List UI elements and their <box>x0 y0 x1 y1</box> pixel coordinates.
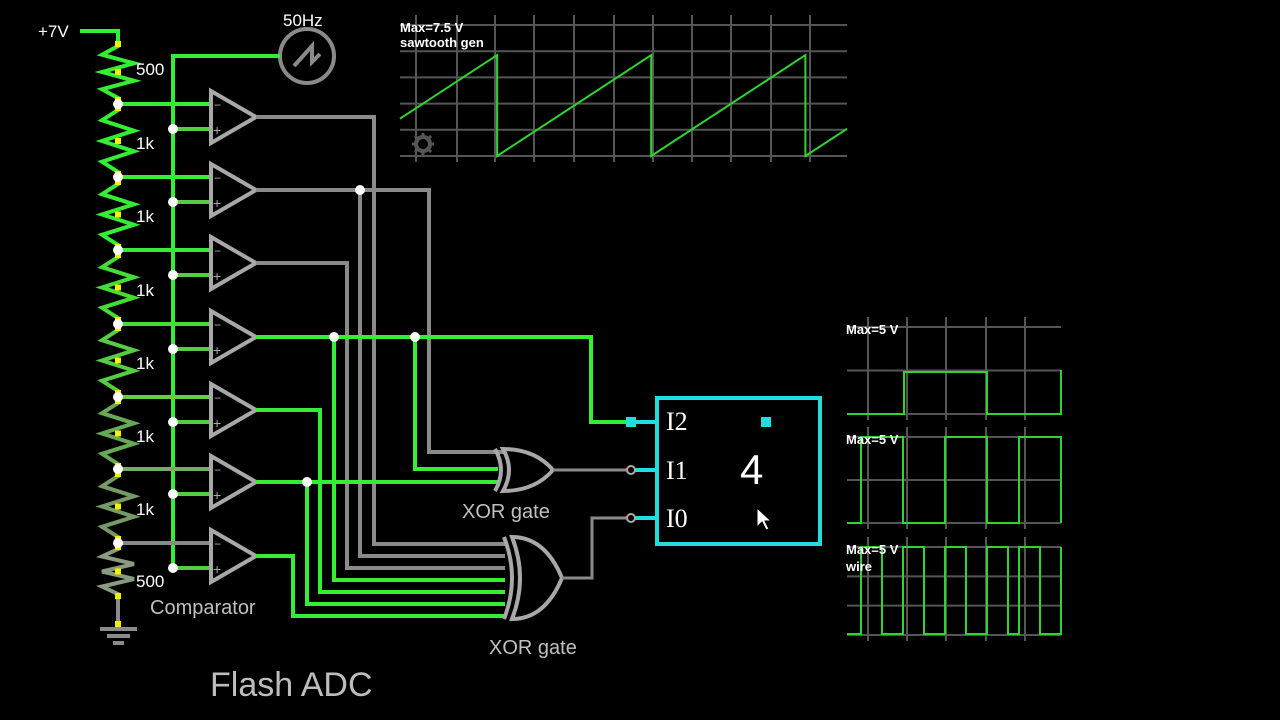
source-label: 50Hz <box>283 11 323 30</box>
input-node-i0[interactable] <box>626 513 636 523</box>
resistor-3[interactable]: 1k <box>95 178 154 251</box>
xor-gate-large[interactable]: XOR gate <box>489 534 577 659</box>
scope-trace-sawtooth <box>399 53 848 158</box>
scope-sawtooth-max: Max=7.5 V <box>400 20 464 35</box>
minus-sign: − <box>214 318 221 332</box>
scope-bit0[interactable]: Max=5 V wire <box>845 537 1062 641</box>
comparator-label: Comparator <box>150 597 256 619</box>
scope-trace-bit1 <box>847 436 1062 524</box>
comparator-output-wires <box>256 115 630 618</box>
minus-sign: − <box>214 98 221 112</box>
comparator-4[interactable]: −+ <box>113 307 260 367</box>
scope-trace-bit0 <box>847 546 1062 635</box>
scope-sawtooth-name: sawtooth gen <box>400 35 484 50</box>
sawtooth-source-icon <box>278 27 336 85</box>
resistor-label: 1k <box>136 354 154 373</box>
resistor-label: 500 <box>136 60 164 79</box>
resistor-7[interactable]: 1k <box>95 470 154 543</box>
resistor-label: 1k <box>136 281 154 300</box>
scope-bit2-max: Max=5 V <box>846 322 899 337</box>
scope-bit2[interactable]: Max=5 V <box>846 317 1062 420</box>
xor-gate-label-2: XOR gate <box>489 637 577 659</box>
input-node-i2[interactable] <box>626 417 636 427</box>
input-node-i1[interactable] <box>626 465 636 475</box>
comparator-1[interactable]: −+ <box>113 87 260 147</box>
resistor-2[interactable]: 1k <box>95 104 154 178</box>
scope-bit1[interactable]: Max=5 V <box>846 427 1062 529</box>
resistor-label: 500 <box>136 572 164 591</box>
supply-terminal[interactable]: +7V <box>38 22 120 41</box>
supply-label: +7V <box>38 22 69 41</box>
comparator-6[interactable]: −+ <box>113 452 260 512</box>
plus-sign: + <box>213 195 221 211</box>
sawtooth-source[interactable]: 50Hz <box>278 11 336 85</box>
minus-sign: − <box>214 463 221 477</box>
scope-trace-bit2 <box>847 370 1062 415</box>
decimal-display[interactable]: I2 I1 I0 4 <box>626 396 822 546</box>
minus-sign: − <box>214 537 221 551</box>
input-label-i2: I2 <box>666 407 688 436</box>
xor-gate-small[interactable]: XOR gate <box>462 446 556 523</box>
resistor-label: 1k <box>136 427 154 446</box>
xor-gate-label-1: XOR gate <box>462 501 550 523</box>
comparator-2[interactable]: −+ <box>113 160 260 220</box>
xor2-output-wire[interactable] <box>562 516 630 580</box>
resistor-8[interactable]: 500 <box>95 543 164 600</box>
mouse-cursor-icon <box>756 506 773 531</box>
scope-sawtooth[interactable]: Max=7.5 V sawtooth gen <box>399 15 848 162</box>
resistor-1[interactable]: 500 <box>94 40 164 104</box>
input-label-i0: I0 <box>666 504 688 533</box>
page-title: Flash ADC <box>210 666 373 704</box>
plus-sign: + <box>213 268 221 284</box>
resistor-5[interactable]: 1k <box>95 324 154 397</box>
minus-sign: − <box>214 391 221 405</box>
resistor-label: 1k <box>136 500 154 519</box>
gear-icon[interactable] <box>412 133 434 155</box>
display-value: 4 <box>740 446 763 493</box>
scope-bit0-name: wire <box>845 559 872 574</box>
comparator-3[interactable]: −+ <box>113 233 260 293</box>
ground-icon[interactable] <box>100 600 137 645</box>
resistor-6[interactable]: 1k <box>95 397 154 470</box>
input-label-i1: I1 <box>666 456 688 485</box>
resistor-4[interactable]: 1k <box>95 251 154 324</box>
resistor-ladder: 500 1k 1k 1k 1k 1k 1k 500 <box>94 40 164 600</box>
minus-sign: − <box>214 171 221 185</box>
comparator-5[interactable]: −+ <box>113 380 260 440</box>
comparator-7[interactable]: −+ <box>113 526 260 586</box>
comparator-array: −+−+−+−+−+−+−+ <box>113 87 260 586</box>
minus-sign: − <box>214 244 221 258</box>
plus-sign: + <box>213 487 221 503</box>
plus-sign: + <box>213 342 221 358</box>
scope-bit1-max: Max=5 V <box>846 432 899 447</box>
plus-sign: + <box>213 122 221 138</box>
scope-bit0-max: Max=5 V <box>846 542 899 557</box>
display-status-indicator <box>761 417 771 427</box>
resistor-label: 1k <box>136 134 154 153</box>
plus-sign: + <box>213 561 221 577</box>
plus-sign: + <box>213 415 221 431</box>
resistor-label: 1k <box>136 207 154 226</box>
